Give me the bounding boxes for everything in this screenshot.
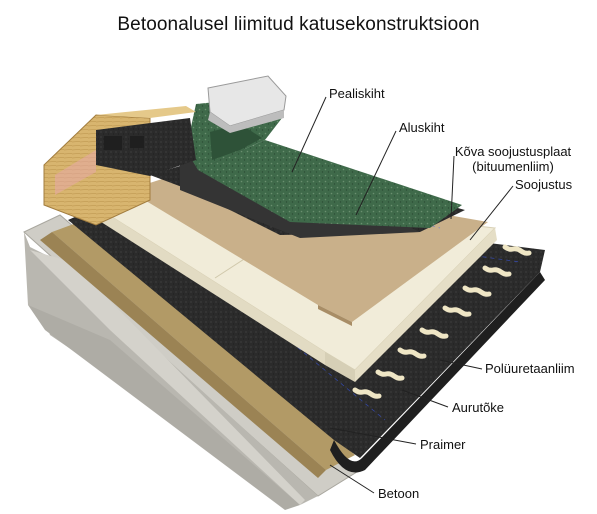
label-aluskiht: Aluskiht bbox=[399, 120, 445, 135]
metal-flashing bbox=[207, 75, 287, 133]
leader-lines bbox=[291, 96, 514, 494]
label-kova-soojustusplaat: Kõva soojustusplaat (bituumenliim) bbox=[438, 144, 588, 174]
primer-layer bbox=[40, 218, 355, 478]
label-pealiskiht: Pealiskiht bbox=[329, 86, 385, 101]
label-soojustus: Soojustus bbox=[515, 177, 573, 192]
label-kova-line1: Kõva soojustusplaat bbox=[454, 144, 572, 159]
label-praimer: Praimer bbox=[420, 437, 466, 452]
polyurethane-adhesive-beads bbox=[352, 244, 532, 399]
label-polyuretaanliim: Polüuretaanliim bbox=[485, 361, 575, 376]
diagram-title: Betoonalusel liimitud katusekonstruktsio… bbox=[117, 14, 480, 35]
label-aurutoke: Aurutõke bbox=[452, 400, 505, 415]
label-kova-line2: (bituumenliim) bbox=[472, 159, 554, 174]
timber-edge-upstand bbox=[43, 106, 196, 226]
label-betoon: Betoon bbox=[378, 486, 420, 501]
